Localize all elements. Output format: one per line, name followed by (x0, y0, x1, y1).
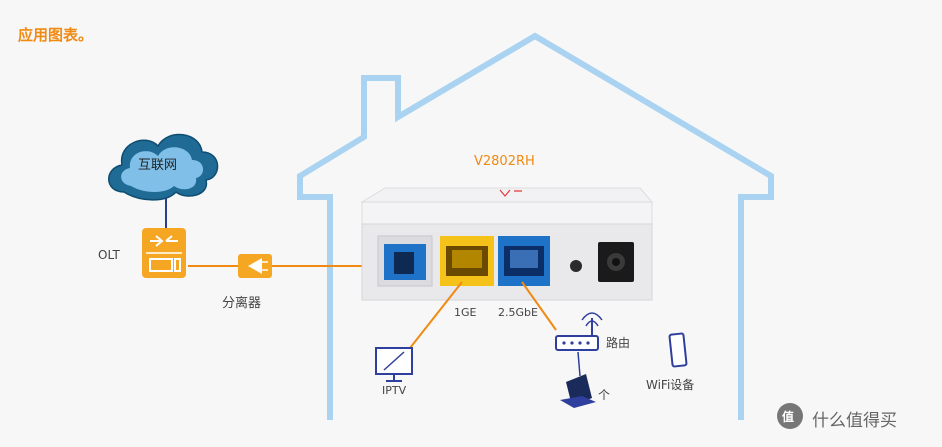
watermark-text: 什么值得买 (812, 411, 897, 431)
internet-label: 互联网 (138, 158, 178, 173)
watermark-badge: 值 (782, 410, 795, 424)
splitter-label: 分离器 (222, 296, 262, 311)
laptop-label: 个 (598, 388, 611, 402)
port-25g-label: 2.5GbE (498, 306, 538, 319)
iptv-label: IPTV (382, 384, 407, 397)
house-outline (297, 32, 774, 420)
router-link (521, 281, 557, 331)
watermark-badge-icon (777, 403, 803, 429)
splitter-icon (238, 254, 272, 278)
device-model-label: V2802RH (474, 154, 535, 169)
iptv-link (409, 281, 463, 349)
internet-cloud-icon (108, 133, 219, 201)
page-title: 应用图表。 (18, 26, 94, 44)
olt-label: OLT (98, 248, 120, 262)
ont-device (360, 187, 654, 301)
phone-icon (668, 332, 688, 368)
router-laptop-link (577, 351, 581, 377)
router-icon (555, 312, 603, 351)
port-1ge-label: 1GE (454, 306, 477, 319)
wifi-device-label: WiFi设备 (646, 378, 695, 392)
iptv-monitor-icon (375, 347, 413, 382)
router-label: 路由 (606, 336, 631, 350)
laptop-icon (560, 374, 596, 408)
olt-icon (142, 228, 186, 278)
